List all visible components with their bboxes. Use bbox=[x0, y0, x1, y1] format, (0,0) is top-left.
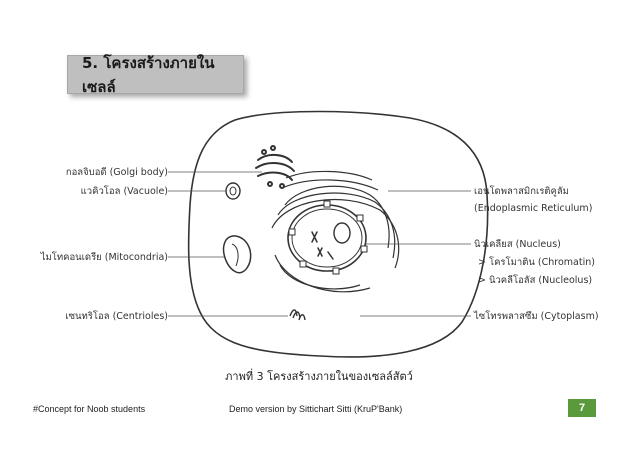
nucleus-inner bbox=[291, 208, 363, 268]
cell-membrane bbox=[187, 110, 489, 358]
label-er-en: (Endoplasmic Reticulum) bbox=[474, 203, 593, 214]
footer-credit-text: Demo version by Sittichart Sitti (KruP'B… bbox=[229, 404, 403, 414]
chromatin bbox=[311, 231, 334, 260]
vacuole bbox=[225, 182, 241, 200]
label-nucleus: นิวเคลียส (Nucleus) bbox=[474, 239, 561, 250]
footer-left-text: #Concept for Noob students bbox=[33, 404, 146, 414]
centrioles bbox=[289, 309, 306, 321]
slide-title: 5. โครงสร้างภายในเซลล์ bbox=[82, 53, 215, 96]
leader-lines bbox=[168, 171, 471, 317]
label-centrioles: เซนทริโอล (Centrioles) bbox=[65, 311, 168, 322]
label-chromatin: > โครโมาติน (Chromatin) bbox=[478, 257, 595, 268]
page-number-badge: 7 bbox=[568, 399, 596, 417]
nucleolus bbox=[333, 222, 351, 244]
golgi-body bbox=[255, 145, 295, 189]
figure-caption: ภาพที่ 3 โครงสร้างภายในของเซลล์สัตว์ bbox=[225, 370, 413, 383]
slide-title-box: 5. โครงสร้างภายในเซลล์ bbox=[67, 54, 244, 96]
label-golgi: กอลจิบอดี (Golgi body) bbox=[65, 167, 168, 178]
nuclear-pores bbox=[288, 200, 368, 275]
label-er-th: เอนโดพลาสมิกเรติคูลัม bbox=[474, 186, 569, 197]
label-mitochondria: ไมโทคอนเดรีย (Mitocondria) bbox=[40, 252, 168, 263]
label-cytoplasm: ไซโทรพลาสซึม (Cytoplasm) bbox=[474, 311, 599, 322]
label-nucleolus: > นิวคลีโอลัส (Nucleolus) bbox=[478, 275, 593, 286]
mitochondria bbox=[222, 235, 252, 274]
endoplasmic-reticulum bbox=[271, 170, 400, 293]
label-vacuole: แวคิวโอล (Vacuole) bbox=[80, 186, 168, 197]
